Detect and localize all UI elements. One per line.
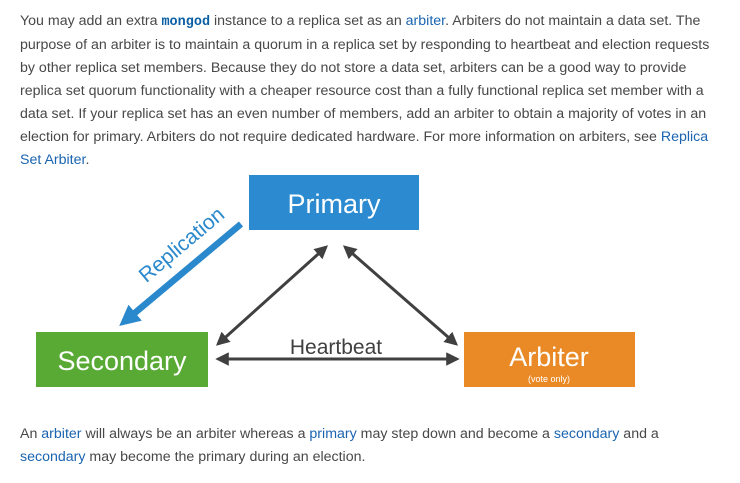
mongod-code: mongod (161, 15, 211, 30)
intro-text-3: . Arbiters do not maintain a data set. T… (20, 13, 710, 145)
primary-arbiter-arrow (342, 245, 459, 346)
intro-text-2: instance to a replica set as an (210, 13, 406, 29)
primary-secondary-arrow (215, 245, 329, 346)
intro-paragraph: You may add an extra mongod instance to … (20, 10, 720, 172)
intro-text-1: You may add an extra (20, 13, 162, 29)
arbiter-label: Arbiter (509, 342, 589, 372)
secondary-node (36, 332, 208, 387)
heartbeat-label: Heartbeat (290, 336, 382, 359)
outro-text-4: and a (619, 426, 659, 442)
primary-link[interactable]: primary (309, 426, 357, 442)
arbiter-link-2[interactable]: arbiter (41, 426, 82, 442)
arbiter-note: (vote only) (528, 374, 570, 384)
replication-arrow (119, 221, 244, 327)
primary-label: Primary (288, 189, 381, 219)
arbiter-node (464, 332, 635, 387)
replica-set-arbiter-link[interactable]: Replica Set Arbiter (20, 129, 709, 168)
outro-text-3: may step down and become a (356, 426, 554, 442)
intro-text-4: . (85, 152, 90, 168)
outro-paragraph: An arbiter will always be an arbiter whe… (20, 423, 720, 469)
outro-text-1: An (20, 426, 42, 442)
outro-text-5: may become the primary during an electio… (85, 449, 366, 465)
arbiter-link[interactable]: arbiter (405, 13, 446, 29)
outro-text-2: will always be an arbiter whereas a (81, 426, 310, 442)
secondary-link[interactable]: secondary (553, 426, 620, 442)
secondary-label: Secondary (57, 346, 187, 376)
primary-node (249, 175, 419, 230)
replica-set-diagram: Heartbeat Replication Primary Secondary … (36, 175, 635, 387)
secondary-link-2[interactable]: secondary (20, 449, 86, 465)
